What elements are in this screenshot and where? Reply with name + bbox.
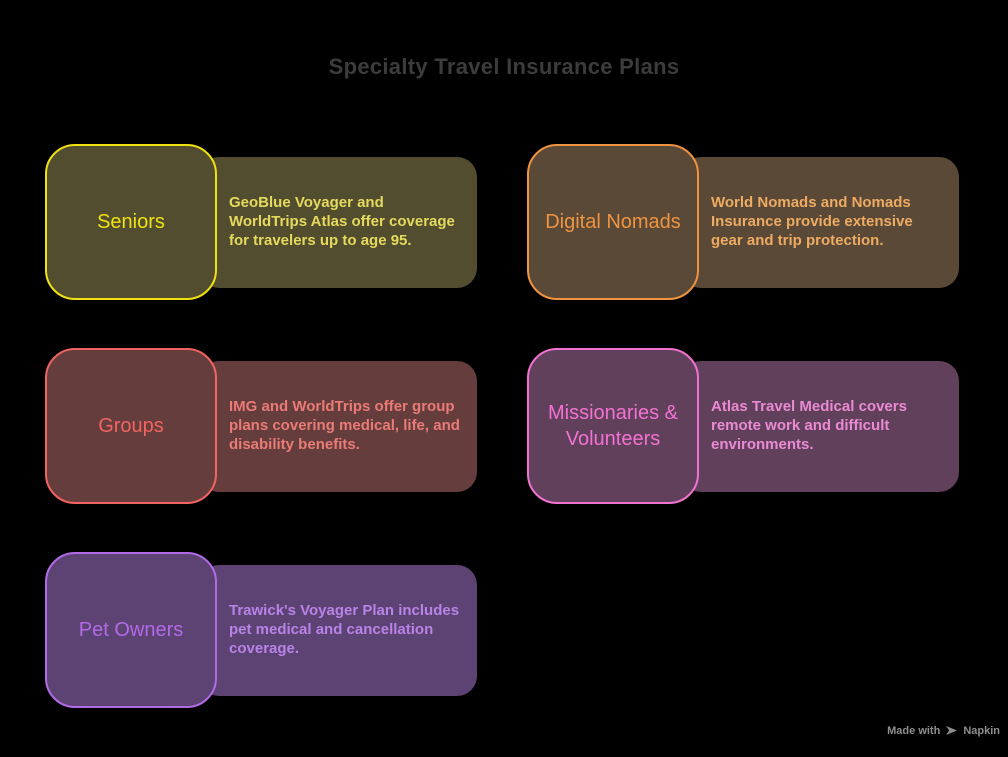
card-description-panel: GeoBlue Voyager and WorldTrips Atlas off… bbox=[199, 157, 477, 288]
watermark: Made with Napkin bbox=[887, 724, 1000, 737]
card-label-box: Groups bbox=[45, 348, 217, 504]
card-description: World Nomads and Nomads Insurance provid… bbox=[711, 194, 913, 249]
card-label: Digital Nomads bbox=[545, 211, 681, 233]
watermark-text: Made with bbox=[887, 724, 941, 737]
card-label-box: Seniors bbox=[45, 144, 217, 300]
watermark-brand: Napkin bbox=[963, 724, 1000, 737]
card-description: Trawick's Voyager Plan includes pet medi… bbox=[229, 602, 460, 657]
card-label-box: Digital Nomads bbox=[527, 144, 699, 300]
card-label: Seniors bbox=[97, 211, 165, 233]
card-label: Pet Owners bbox=[78, 619, 184, 641]
card-description-panel: Trawick's Voyager Plan includes pet medi… bbox=[199, 565, 477, 696]
card-missionaries-volunteers: Atlas Travel Medical covers remote work … bbox=[527, 348, 959, 504]
card-description-panel: Atlas Travel Medical covers remote work … bbox=[681, 361, 959, 492]
card-label: Groups bbox=[98, 415, 164, 437]
page-title: Specialty Travel Insurance Plans bbox=[328, 54, 680, 79]
card-description-panel: IMG and WorldTrips offer group plans cov… bbox=[199, 361, 477, 492]
card-description: GeoBlue Voyager and WorldTrips Atlas off… bbox=[229, 194, 455, 249]
card-digital-nomads: World Nomads and Nomads Insurance provid… bbox=[527, 144, 959, 300]
card-label: Missionaries & Volunteers bbox=[547, 402, 679, 450]
card-description: Atlas Travel Medical covers remote work … bbox=[711, 398, 907, 453]
card-label-box: Pet Owners bbox=[45, 552, 217, 708]
card-groups: IMG and WorldTrips offer group plans cov… bbox=[45, 348, 477, 504]
card-pet-owners: Trawick's Voyager Plan includes pet medi… bbox=[45, 552, 477, 708]
card-seniors: GeoBlue Voyager and WorldTrips Atlas off… bbox=[45, 144, 477, 300]
card-label-box: Missionaries & Volunteers bbox=[527, 348, 699, 504]
card-description-panel: World Nomads and Nomads Insurance provid… bbox=[681, 157, 959, 288]
card-description: IMG and WorldTrips offer group plans cov… bbox=[229, 398, 460, 453]
napkin-logo-icon bbox=[946, 726, 958, 735]
